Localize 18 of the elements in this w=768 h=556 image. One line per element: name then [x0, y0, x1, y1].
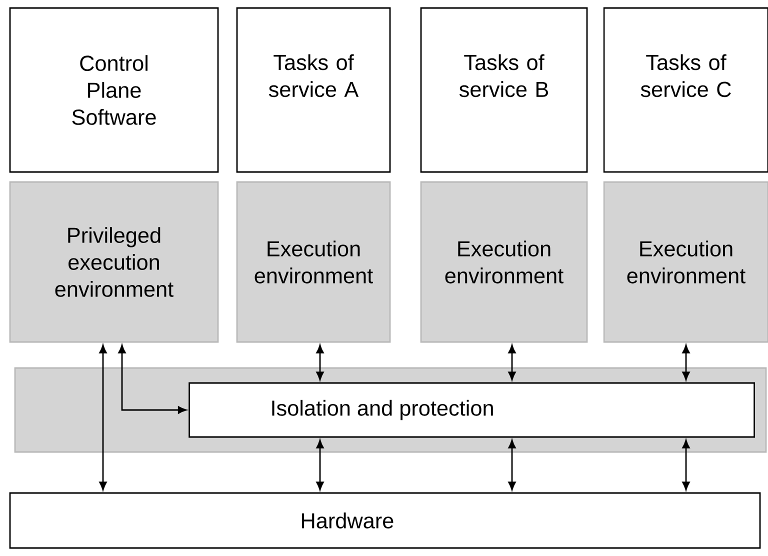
process-box: Isolation and protection	[188, 382, 755, 438]
process-box: Tasks of service A	[236, 7, 391, 173]
arrow	[508, 440, 516, 490]
process-box: Control Plane Software	[9, 7, 219, 173]
environment-box: Execution environment	[420, 181, 588, 343]
process-box: Tasks of service B	[420, 7, 588, 173]
process-box: Tasks of service C	[603, 7, 768, 173]
environment-box: Privileged execution environment	[9, 181, 219, 343]
arrow	[316, 344, 324, 380]
arrow	[682, 344, 690, 380]
arrow	[682, 440, 690, 490]
arrow	[99, 344, 107, 490]
environment-box: Execution environment	[603, 181, 768, 343]
environment-box: Execution environment	[236, 181, 391, 343]
arrow	[316, 440, 324, 490]
arrow	[118, 344, 187, 414]
process-box: Hardware	[9, 492, 761, 549]
arrow	[508, 344, 516, 380]
